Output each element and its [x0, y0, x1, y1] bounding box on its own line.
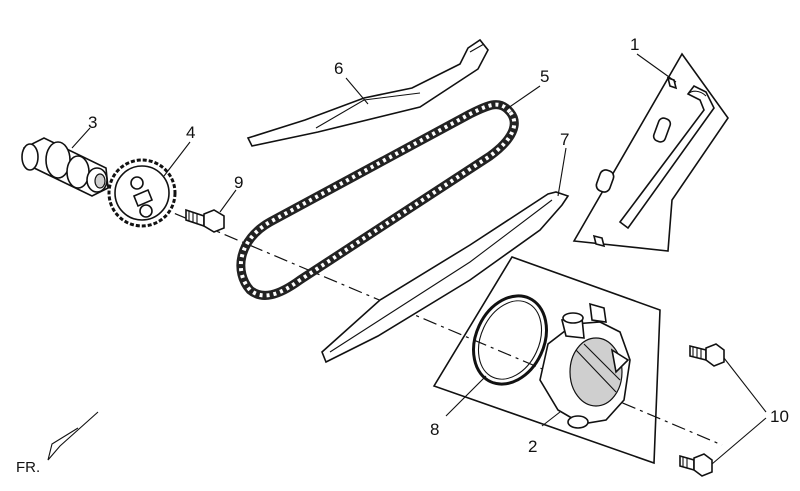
parts-2-8-tensioner-card [432, 256, 661, 465]
front-direction-arrow-icon [47, 411, 99, 461]
callout-7: 7 [560, 130, 569, 149]
part-9-sprocket-bolt [185, 208, 225, 233]
callout-8: 8 [430, 420, 439, 439]
callout-2: 2 [528, 437, 537, 456]
callout-3: 3 [88, 113, 97, 132]
callout-5: 5 [540, 67, 549, 86]
callout-9: 9 [234, 173, 243, 192]
part-1-bracket-kit [572, 52, 729, 252]
part-4-cam-sprocket [107, 158, 177, 228]
callout-4: 4 [186, 123, 195, 142]
part-5-timing-chain [236, 100, 519, 300]
assembly-axis-line [149, 202, 723, 446]
front-direction-label: FR. [16, 459, 40, 476]
part-7-chain-tensioner-guide [321, 191, 570, 364]
part-6-chain-guide [246, 38, 489, 147]
callout-1: 1 [630, 35, 639, 54]
callout-10: 10 [770, 407, 789, 426]
part-3-camshaft [21, 137, 109, 197]
part-10-bolts [679, 343, 725, 477]
leader-lines [71, 53, 767, 465]
callout-6: 6 [334, 59, 343, 78]
